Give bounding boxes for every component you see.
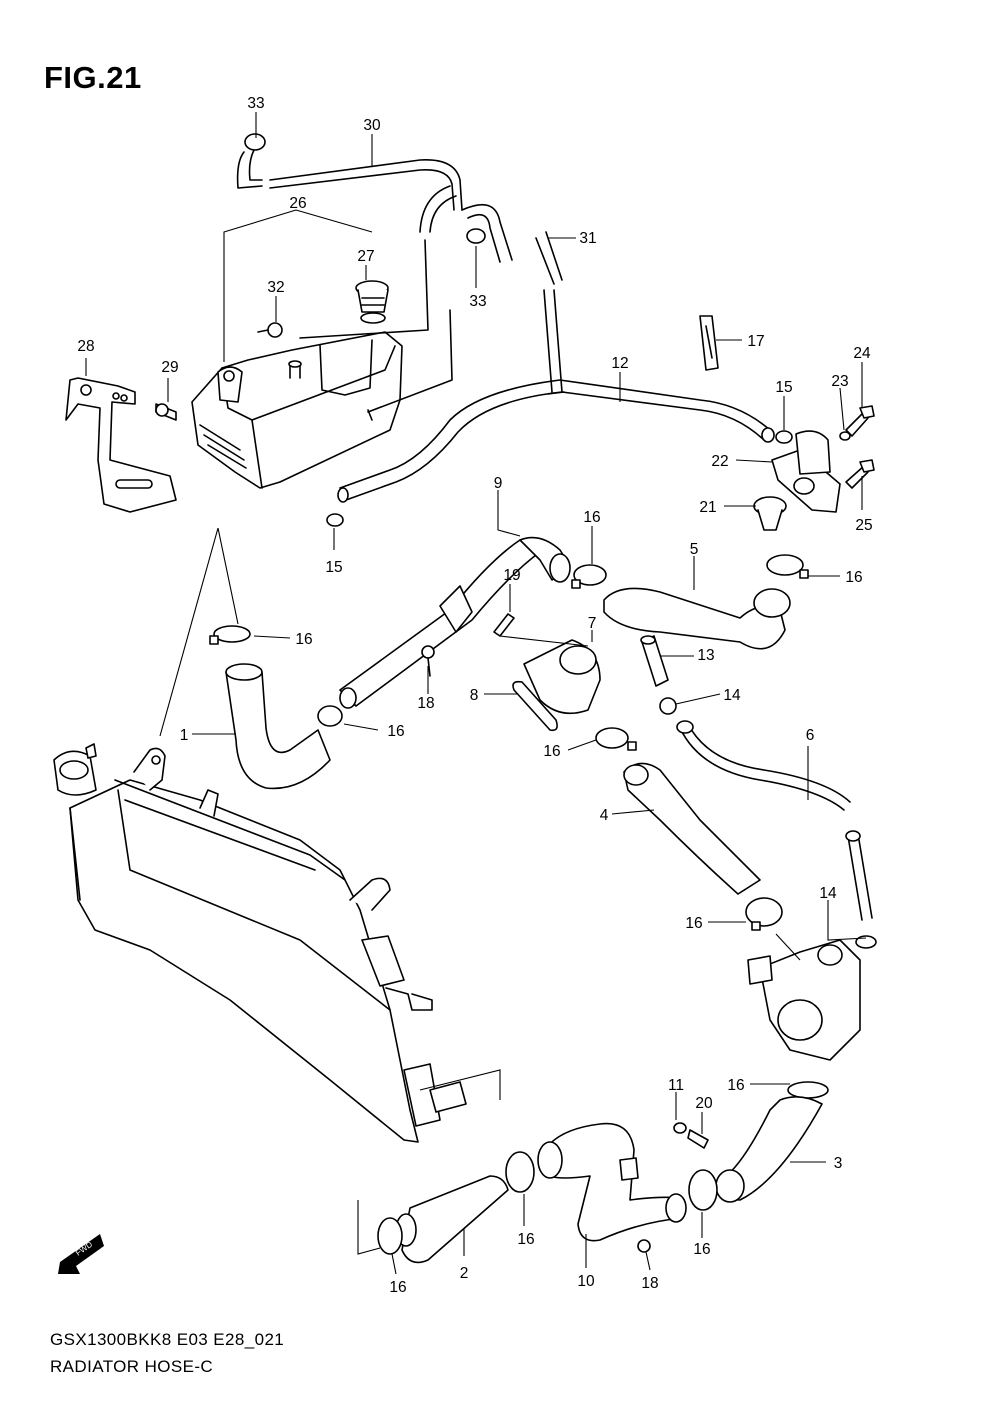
figure-title: FIG.21 [44,60,142,95]
callout-14-lower: 14 [819,885,837,902]
overflow-hose-31[interactable] [461,203,565,395]
callout-4: 4 [600,807,609,824]
fitting-13[interactable] [640,635,669,687]
radiator-hose-1[interactable] [225,663,331,790]
bolt-20[interactable] [687,1129,709,1149]
pipe-9[interactable] [339,536,571,709]
callout-16-hose3: 16 [693,1241,710,1258]
o-ring-8[interactable] [512,680,558,732]
callout-21: 21 [699,499,716,516]
callout-5: 5 [690,541,699,558]
callout-28: 28 [77,338,94,355]
callout-3: 3 [834,1155,843,1172]
callout-25: 25 [855,517,872,534]
callout-30: 30 [363,117,381,134]
callout-20: 20 [695,1095,713,1112]
callout-32: 32 [267,279,284,296]
callout-16-hose2: 16 [389,1279,406,1296]
callout-26: 26 [289,195,306,212]
section-name: RADIATOR HOSE-C [50,1357,214,1376]
clamp-16-hose1-top[interactable] [209,625,251,645]
model-code: GSX1300BKK8 E03 E28_021 [50,1330,285,1349]
hose-clip-17[interactable] [699,315,719,371]
clamp-16-pump[interactable] [787,1081,829,1099]
callout-2: 2 [460,1265,469,1282]
callout-31: 31 [579,230,596,247]
clamp-14-lower[interactable] [855,935,877,949]
hose-5[interactable] [603,587,791,650]
hose-3[interactable] [715,1096,823,1203]
callout-22: 22 [711,453,728,470]
callout-12: 12 [611,355,628,372]
clamp-16-hose2[interactable] [377,1217,403,1255]
callout-15-upper: 15 [775,379,792,396]
bracket-bolt-29[interactable] [155,403,177,421]
clamp-16-hose1-bottom[interactable] [317,705,343,727]
radiator[interactable] [53,743,467,1143]
clamp-16-hose3[interactable] [688,1169,718,1211]
callout-16-hose1-top: 16 [295,631,312,648]
hose-6[interactable] [676,720,873,921]
callout-10: 10 [577,1273,595,1290]
callout-6: 6 [806,727,815,744]
callout-11: 11 [668,1077,684,1094]
callout-16-pipe10: 16 [517,1231,534,1248]
reservoir-cap[interactable] [355,280,389,324]
callout-16-housing7: 16 [543,743,560,760]
clamp-15-upper[interactable] [775,430,793,444]
callout-33-lower: 33 [469,293,486,310]
bolt-18-lower[interactable] [637,1239,651,1253]
callout-16-hose4: 16 [685,915,702,932]
washer-23[interactable] [839,431,851,441]
callout-33-upper: 33 [247,95,264,112]
callout-29: 29 [161,359,178,376]
hose-4[interactable] [623,762,761,895]
clamp-16-hose4[interactable] [745,897,783,931]
callout-16-pump: 16 [727,1077,744,1094]
thermostat-21[interactable] [753,496,787,531]
callout-24: 24 [853,345,871,362]
water-pump[interactable] [747,939,861,1061]
thermostat-cover-22[interactable] [771,430,841,513]
callout-18-upper: 18 [417,695,434,712]
callout-1: 1 [180,727,189,744]
fwd-arrow-badge: FWD [58,1234,104,1274]
hose-2[interactable] [395,1175,509,1264]
reservoir-bracket[interactable] [65,377,177,513]
callout-23: 23 [831,373,848,390]
bolt-19[interactable] [493,613,515,637]
bolt-25[interactable] [845,459,875,489]
pipe-10[interactable] [537,1122,687,1242]
bolt-18-upper[interactable] [421,645,435,677]
callout-15-lower: 15 [325,559,342,576]
callout-leaders [85,112,867,1275]
callout-16-hose1-bottom: 16 [387,723,404,740]
clamp-16-pipe10[interactable] [505,1151,535,1193]
housing-7[interactable] [523,639,601,715]
washer-11[interactable] [673,1122,687,1134]
callout-16-hose5: 16 [845,569,862,586]
clamp-16-housing7[interactable] [595,727,637,751]
callout-17: 17 [747,333,764,350]
clamp-15-lower[interactable] [326,513,344,527]
clamp-14-upper[interactable] [659,697,677,715]
callout-13: 13 [697,647,714,664]
callout-27: 27 [357,248,374,265]
bypass-hose-12[interactable] [337,379,775,503]
callout-9: 9 [494,475,503,492]
callout-16-pipe9: 16 [583,509,600,526]
callout-18-lower: 18 [641,1275,658,1292]
callout-8: 8 [470,687,479,704]
reservoir-hose-30[interactable] [236,133,463,413]
clamp-16-hose5[interactable] [766,554,809,579]
callout-7: 7 [588,615,597,632]
callout-19: 19 [503,567,520,584]
clamp-16-pipe9[interactable] [571,564,607,589]
bolt-24[interactable] [845,405,875,437]
callout-14-upper: 14 [723,687,741,704]
tank-bolt-32[interactable] [257,322,283,338]
